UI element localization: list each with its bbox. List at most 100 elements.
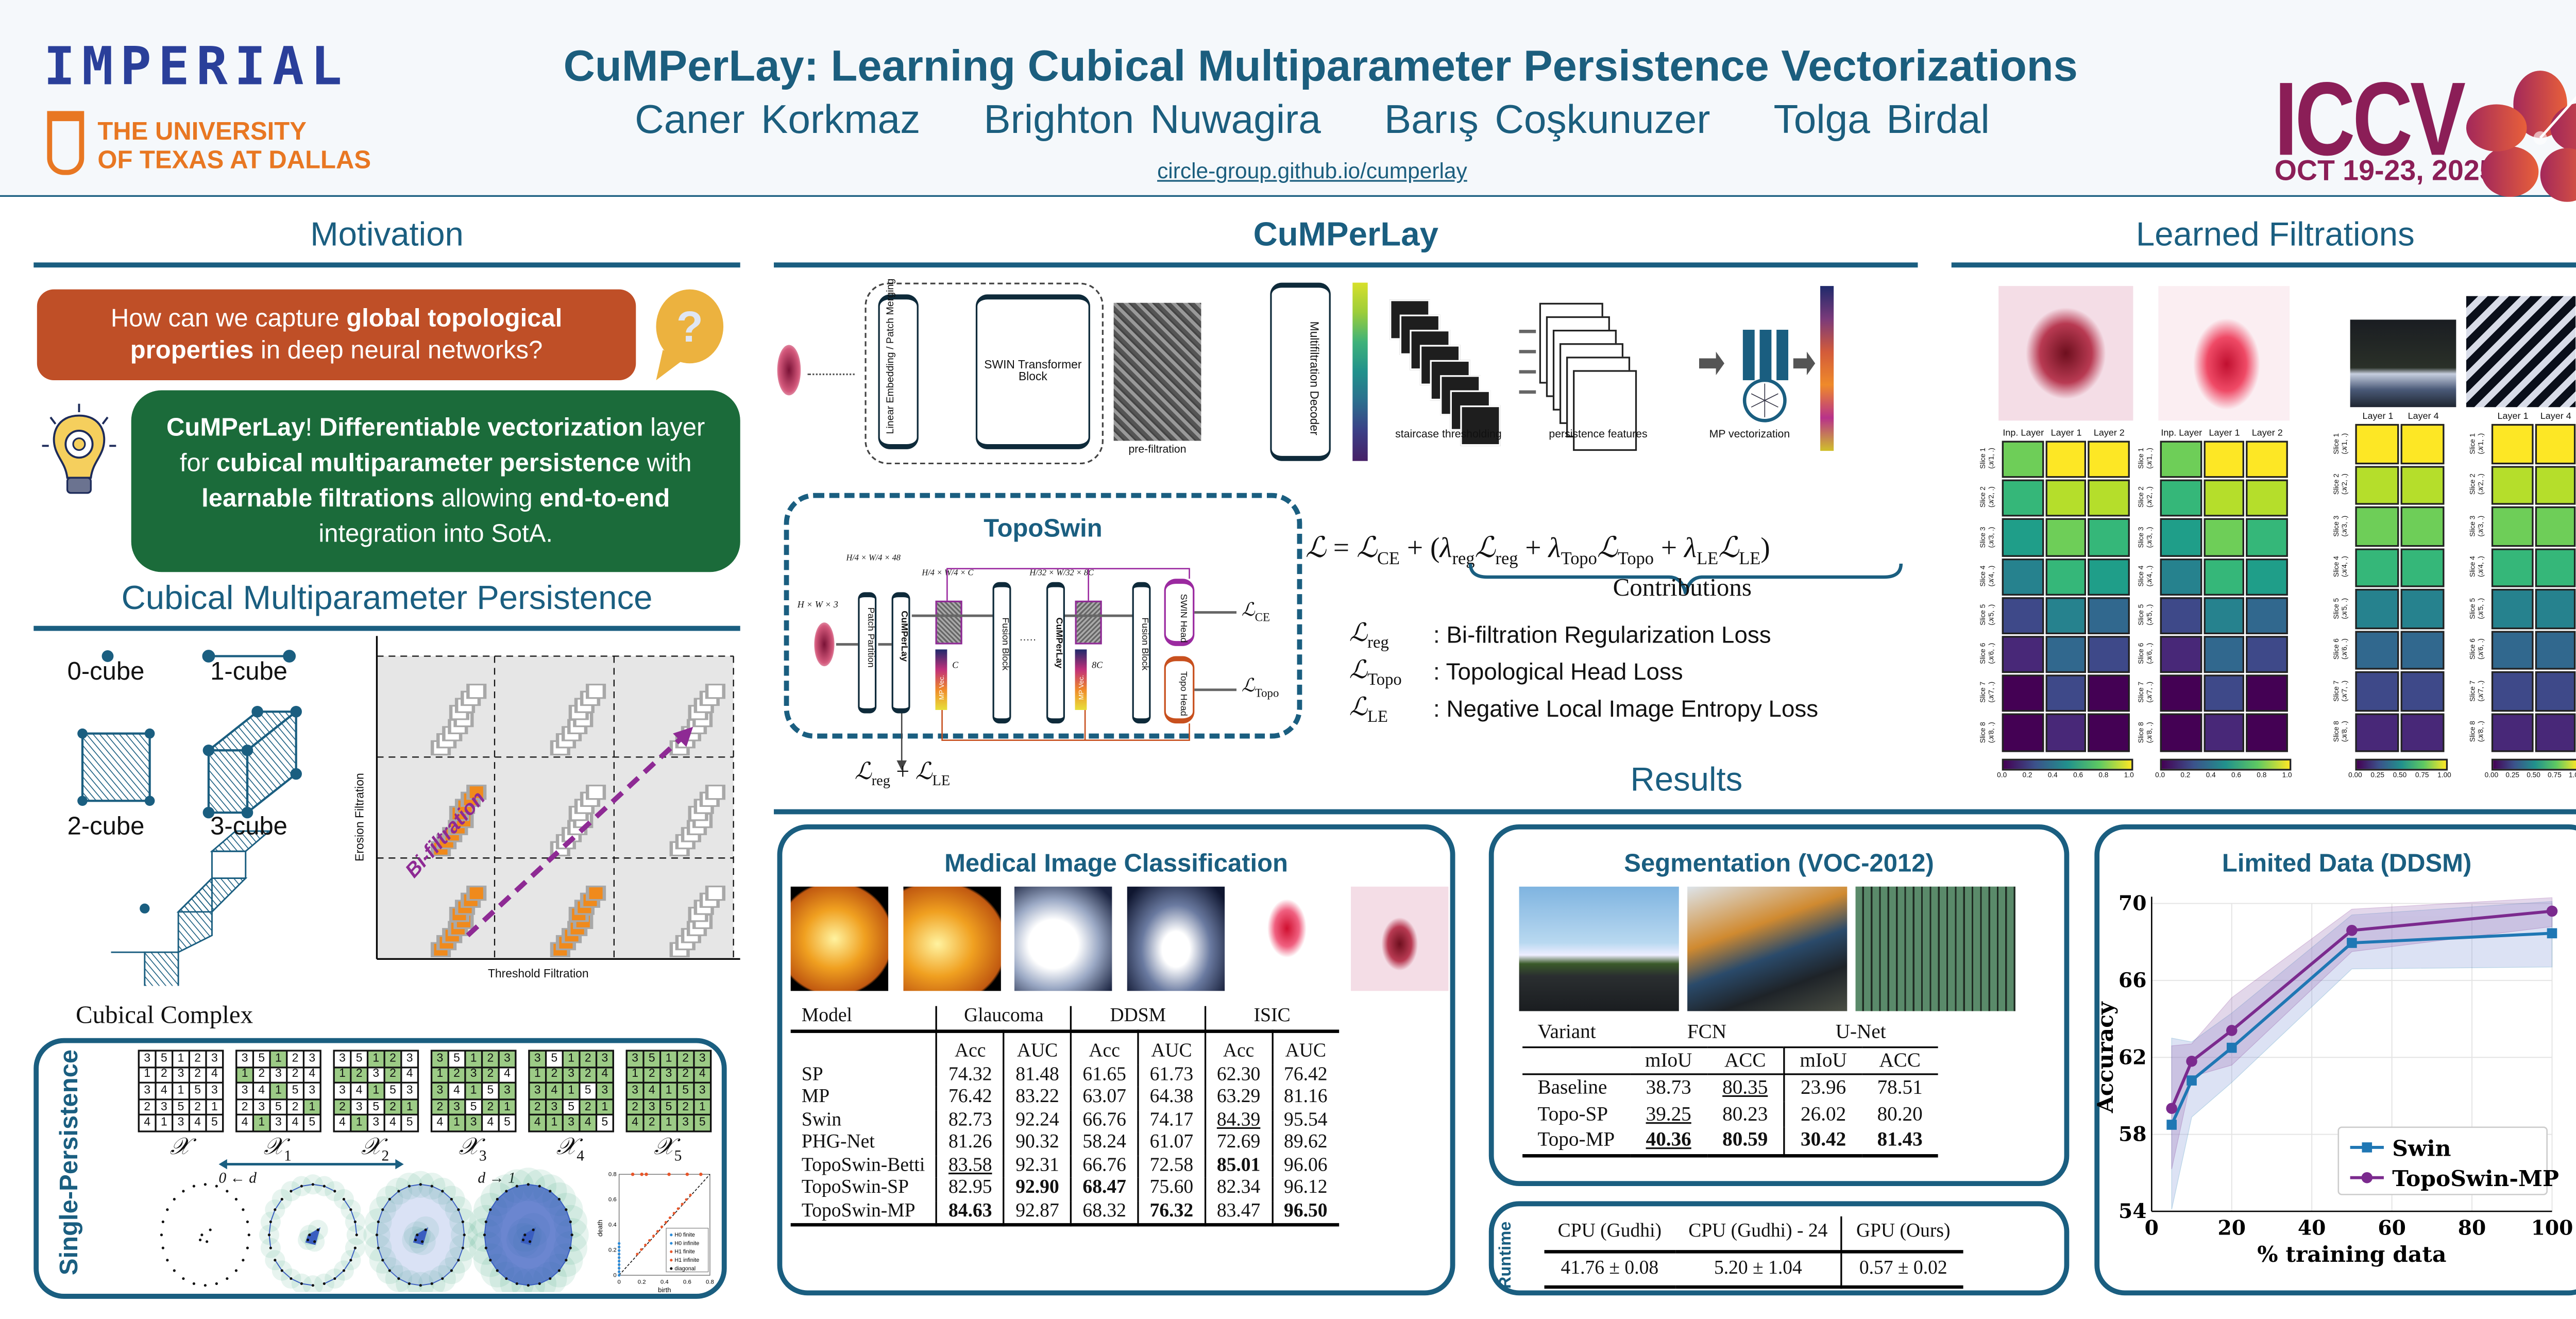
slice-key: (𝒦4, .) [2340,556,2349,578]
mp-vec-bar: MP Vec. [935,649,947,710]
formula-operator: + [890,760,916,786]
grid-cell: 2 [287,1100,303,1114]
slice-key: (𝒦5, .) [1987,604,1995,625]
slice-name: Slice 1 [2136,448,2145,469]
y-tick-label: 54 [2119,1199,2147,1223]
column-header: Layer 4 [2540,412,2571,422]
metric-value: 74.32 [936,1064,1004,1087]
grid-cell: 5 [597,1116,613,1131]
heatmap-cell [2002,557,2043,596]
formula-term: ℒ [1305,531,1326,564]
metric-value: 96.12 [1271,1177,1338,1200]
formula-term: ℒLE [1718,531,1761,569]
birds-image [1855,886,2015,1011]
plot-frame [618,1174,710,1276]
h1-point [689,1193,692,1196]
grid-cell: 2 [449,1068,465,1083]
grid-cell: 3 [237,1051,252,1066]
slice-name: Slice 1 [2331,432,2341,454]
data-point [2186,1055,2197,1067]
rips-complex-sequence [160,1168,589,1292]
grid-cell: 2 [385,1068,401,1083]
mammogram-image-1 [1014,886,1112,991]
slice-key: (𝒦2, .) [2145,487,2154,509]
slice-key: (𝒦5, .) [2145,604,2154,625]
slice-key: (𝒦3, .) [2340,515,2349,536]
grid-cell: 2 [627,1100,643,1114]
feature-map-image [935,600,962,645]
grid-cell: 3 [466,1116,481,1131]
colorbar-tick: 1.0 [2124,770,2134,779]
2-cube-label: 2-cube [67,813,145,841]
x-tick-label: 0.6 [683,1279,691,1285]
heatmap-cell [2088,597,2129,634]
answer-text: integration into SotA. [318,519,553,549]
grid-cell: 3 [499,1051,515,1066]
slice-label: Slice 7(𝒦7, .) [1978,675,1995,711]
legend-marker [670,1259,673,1262]
metric-value: 96.50 [1271,1200,1338,1225]
motivation-heading: Motivation [310,217,464,255]
heatmap-cell [2246,480,2287,517]
model-name: SP [801,1064,823,1085]
slice-name: Slice 3 [2468,515,2477,536]
y-tick-label: 0.2 [608,1247,617,1253]
mp-vec-bar-2: MP Vec. [1075,649,1087,710]
slice-label: Slice 1(𝒦1, .) [2332,424,2349,462]
slice-key: (𝒦8, .) [2145,721,2154,742]
metric-value: 26.02 [1783,1101,1862,1127]
heatmap-cell [2534,671,2576,711]
metric-value: 62.30 [1204,1064,1273,1087]
legend-marker [2361,1172,2373,1183]
slice-label: Slice 6(𝒦6, .) [2468,630,2485,668]
motivation-divider [33,262,740,267]
heatmap-cell [2534,712,2576,752]
column-header: DDSM [1070,1006,1205,1031]
confidence-band-swin [2171,901,2553,1210]
slice-name: Slice 6 [2331,638,2341,660]
metric-value: 80.20 [1877,1101,1923,1125]
heatmap-cell [2044,636,2086,673]
heatmap-cell [2491,630,2533,670]
grid-cell: 2 [432,1100,448,1114]
loss-symbol: ℒLE [1349,695,1388,727]
x-tick-label: 20 [2218,1216,2246,1240]
slice-name: Slice 6 [2136,643,2145,665]
metric-value: 83.58 [936,1155,1004,1178]
y-tick-label: 0.4 [608,1222,617,1228]
c-label: C [952,661,959,671]
grid-cell: 4 [449,1084,465,1098]
metric-value: 23.96 [1783,1074,1862,1102]
h0-point [618,1274,621,1277]
slice-label: Slice 5(𝒦5, .) [2468,589,2485,627]
column-header: FCN [1687,1019,1727,1043]
slice-name: Slice 1 [2468,432,2477,454]
grid-cell: 1 [661,1051,676,1066]
subheader: Acc [936,1030,1004,1064]
metric-value: 83.47 [1204,1200,1273,1225]
encoder-group [865,282,1104,465]
slice-label: Slice 7(𝒦7, .) [2332,671,2349,709]
heatmap-cell [2491,465,2533,505]
rips-complex-stage [467,1168,589,1292]
h0-point [618,1263,621,1266]
header: IMPERIAL THE UNIVERSITY OF TEXAS AT DALL… [0,0,2576,202]
persistence-caption: persistence features [1549,429,1648,441]
subheader: Acc [1070,1030,1138,1064]
grid-label: 𝒳1 [263,1136,292,1164]
slice-label: Slice 6(𝒦6, .) [2332,630,2349,668]
input-arrow [807,373,855,376]
metric-value: 40.36 [1646,1127,1691,1151]
column-header: Inp. Layer [2161,429,2202,439]
column-header: Model [801,1006,852,1026]
grid-cell: 1 [547,1116,562,1131]
x-tick-label: 100 [2531,1216,2573,1240]
y-tick-label: 0.6 [608,1196,617,1203]
filtration-blob [669,885,726,957]
colorbar-tick: 0.8 [2098,770,2109,779]
project-link[interactable]: circle-group.github.io/cumperlay [1157,158,1467,183]
legend-entry: H0 finite [674,1232,695,1238]
